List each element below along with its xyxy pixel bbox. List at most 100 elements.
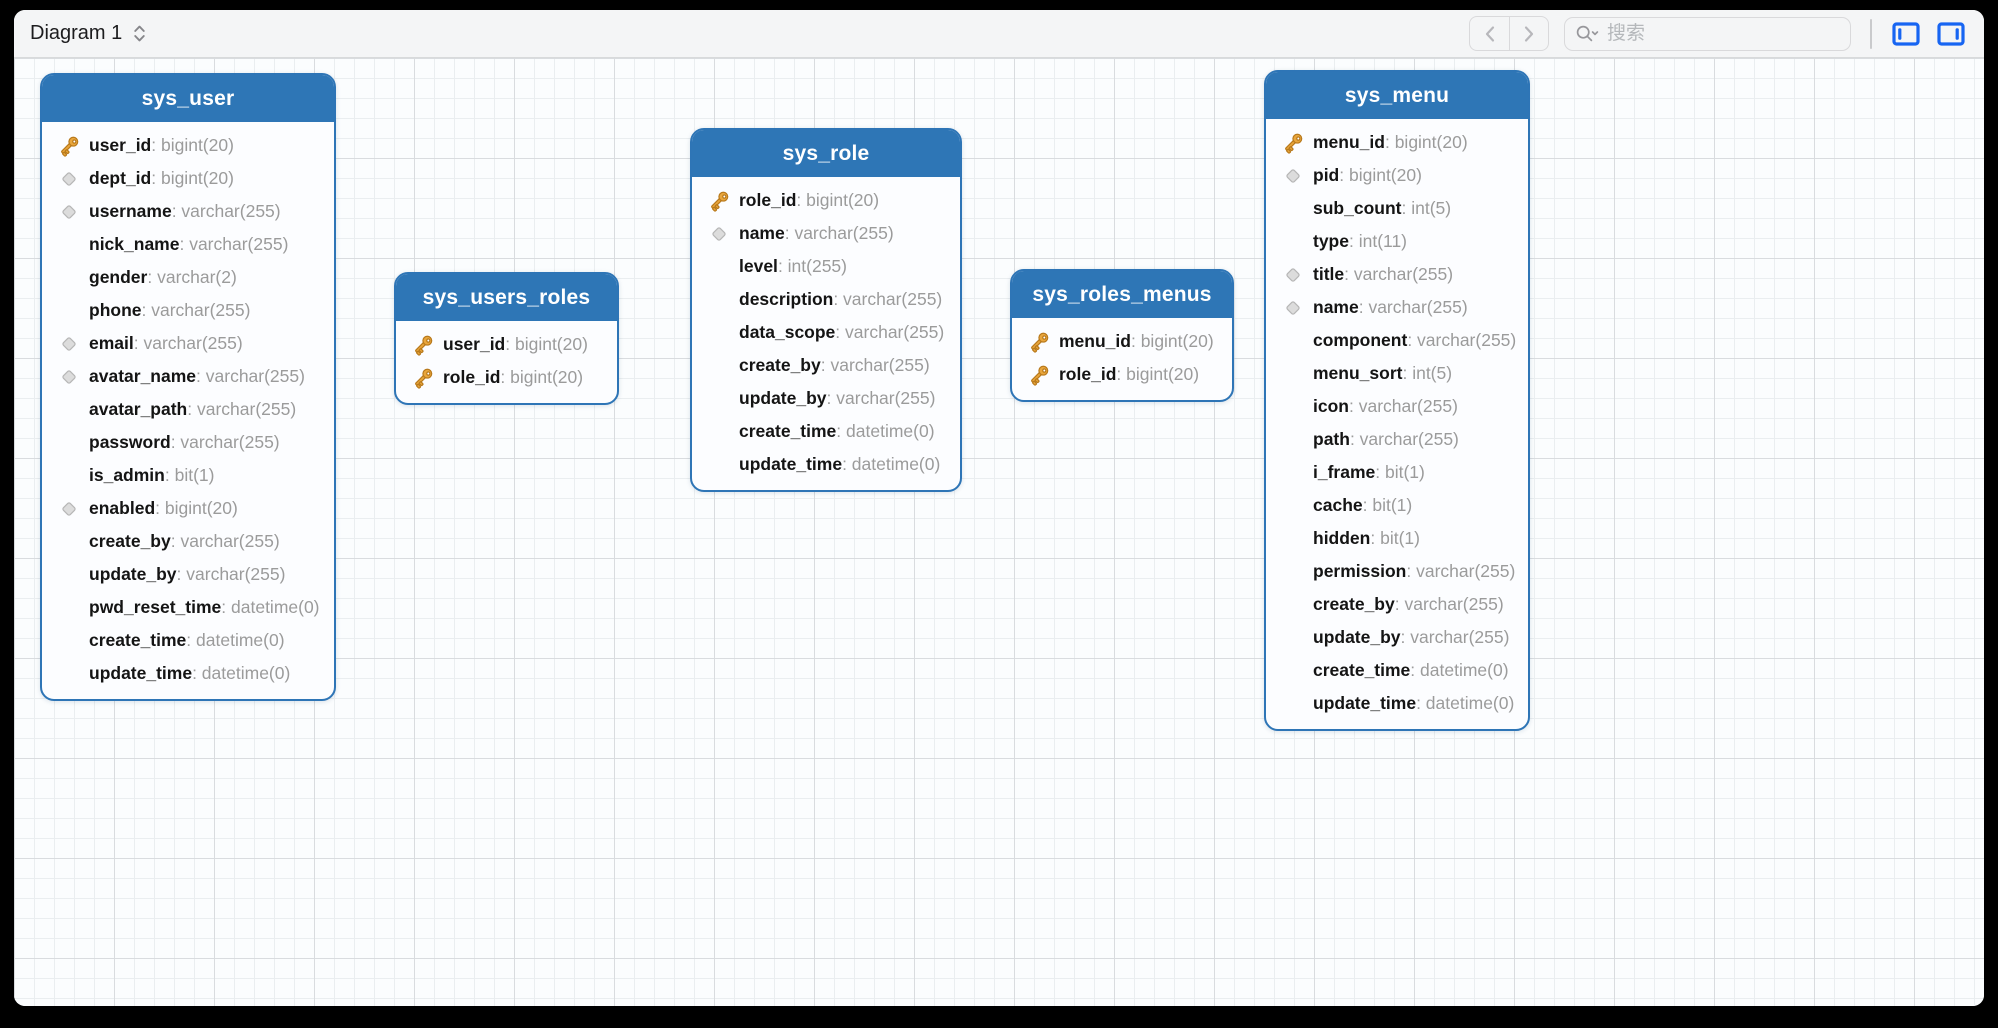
- field-row[interactable]: enabled: bigint(20): [42, 492, 334, 525]
- field-type: : datetime(0): [192, 663, 291, 683]
- entity-table[interactable]: sys_users_roles user_id: bigint(20)role_…: [394, 272, 619, 405]
- field-row[interactable]: component: varchar(255): [1266, 324, 1528, 357]
- field-row[interactable]: description: varchar(255): [692, 283, 960, 316]
- field-row[interactable]: create_by: varchar(255): [1266, 588, 1528, 621]
- field-row[interactable]: nick_name: varchar(255): [42, 228, 334, 261]
- field-row[interactable]: gender: varchar(2): [42, 261, 334, 294]
- field-row[interactable]: data_scope: varchar(255): [692, 316, 960, 349]
- field-type: : varchar(255): [820, 355, 930, 375]
- field-row[interactable]: menu_id: bigint(20): [1266, 126, 1528, 159]
- field-type: : varchar(255): [1394, 594, 1504, 614]
- toggle-right-sidebar-button[interactable]: [1936, 21, 1966, 47]
- field-name: update_time: [89, 663, 193, 683]
- field-row[interactable]: pid: bigint(20): [1266, 159, 1528, 192]
- entity-table[interactable]: sys_menu menu_id: bigint(20)pid: bigint(…: [1264, 70, 1530, 731]
- field-icon-spacer: [55, 299, 82, 323]
- entity-header[interactable]: sys_menu: [1266, 72, 1528, 119]
- back-button[interactable]: [1470, 17, 1509, 50]
- field-name: title: [1313, 264, 1345, 284]
- field-row[interactable]: avatar_path: varchar(255): [42, 393, 334, 426]
- field-row[interactable]: menu_id: bigint(20): [1012, 325, 1232, 358]
- field-name: menu_sort: [1313, 363, 1403, 383]
- field-row[interactable]: update_by: varchar(255): [1266, 621, 1528, 654]
- entity-header[interactable]: sys_role: [692, 130, 960, 177]
- field-row[interactable]: create_time: datetime(0): [42, 624, 334, 657]
- field-name: update_by: [89, 564, 177, 584]
- field-row[interactable]: cache: bit(1): [1266, 489, 1528, 522]
- field-row[interactable]: create_time: datetime(0): [1266, 654, 1528, 687]
- field-row[interactable]: create_by: varchar(255): [692, 349, 960, 382]
- field-row[interactable]: update_by: varchar(255): [42, 558, 334, 591]
- index-diamond-icon: [1279, 263, 1306, 287]
- field-icon-spacer: [1279, 659, 1306, 683]
- entity-header[interactable]: sys_users_roles: [396, 274, 617, 321]
- field-row[interactable]: create_time: datetime(0): [692, 415, 960, 448]
- field-row[interactable]: update_by: varchar(255): [692, 382, 960, 415]
- field-name: component: [1313, 330, 1408, 350]
- field-row[interactable]: user_id: bigint(20): [396, 328, 617, 361]
- field-row[interactable]: sub_count: int(5): [1266, 192, 1528, 225]
- field-name: nick_name: [89, 234, 180, 254]
- entity-header[interactable]: sys_roles_menus: [1012, 271, 1232, 318]
- entity-table[interactable]: sys_roles_menus menu_id: bigint(20)role_…: [1010, 269, 1234, 402]
- field-icon-spacer: [1279, 527, 1306, 551]
- field-row[interactable]: create_by: varchar(255): [42, 525, 334, 558]
- field-row[interactable]: password: varchar(255): [42, 426, 334, 459]
- field-icon-spacer: [1279, 197, 1306, 221]
- field-row[interactable]: i_frame: bit(1): [1266, 456, 1528, 489]
- field-row[interactable]: menu_sort: int(5): [1266, 357, 1528, 390]
- field-type: : int(11): [1348, 231, 1408, 251]
- field-row[interactable]: phone: varchar(255): [42, 294, 334, 327]
- field-row[interactable]: avatar_name: varchar(255): [42, 360, 334, 393]
- entity-title: sys_user: [141, 86, 235, 110]
- field-name: username: [89, 201, 172, 221]
- field-row[interactable]: hidden: bit(1): [1266, 522, 1528, 555]
- field-type: : bigint(20): [505, 334, 588, 354]
- field-type: : bit(1): [1362, 495, 1413, 515]
- field-row[interactable]: user_id: bigint(20): [42, 129, 334, 162]
- field-name: icon: [1313, 396, 1349, 416]
- field-name: type: [1313, 231, 1349, 251]
- field-name: data_scope: [739, 322, 836, 342]
- field-type: : varchar(255): [1344, 264, 1454, 284]
- field-row[interactable]: update_time: datetime(0): [1266, 687, 1528, 720]
- index-diamond-icon: [55, 365, 82, 389]
- entity-header[interactable]: sys_user: [42, 75, 334, 122]
- field-row[interactable]: pwd_reset_time: datetime(0): [42, 591, 334, 624]
- diagram-canvas[interactable]: sys_user user_id: bigint(20)dept_id: big…: [14, 58, 1984, 1006]
- field-row[interactable]: username: varchar(255): [42, 195, 334, 228]
- field-row[interactable]: dept_id: bigint(20): [42, 162, 334, 195]
- field-row[interactable]: title: varchar(255): [1266, 258, 1528, 291]
- entity-body: menu_id: bigint(20)role_id: bigint(20): [1012, 318, 1232, 400]
- field-row[interactable]: permission: varchar(255): [1266, 555, 1528, 588]
- field-name: create_by: [89, 531, 171, 551]
- forward-button[interactable]: [1509, 17, 1548, 50]
- field-row[interactable]: role_id: bigint(20): [1012, 358, 1232, 391]
- field-row[interactable]: name: varchar(255): [1266, 291, 1528, 324]
- field-row[interactable]: update_time: datetime(0): [42, 657, 334, 690]
- field-row[interactable]: role_id: bigint(20): [396, 361, 617, 394]
- field-row[interactable]: role_id: bigint(20): [692, 184, 960, 217]
- field-row[interactable]: icon: varchar(255): [1266, 390, 1528, 423]
- field-icon-spacer: [1279, 626, 1306, 650]
- field-row[interactable]: name: varchar(255): [692, 217, 960, 250]
- toggle-left-sidebar-button[interactable]: [1891, 21, 1921, 47]
- primary-key-icon: [705, 189, 732, 213]
- field-row[interactable]: is_admin: bit(1): [42, 459, 334, 492]
- field-name: is_admin: [89, 465, 165, 485]
- field-icon-spacer: [55, 233, 82, 257]
- field-row[interactable]: level: int(255): [692, 250, 960, 283]
- search-input[interactable]: [1607, 22, 1840, 45]
- field-row[interactable]: type: int(11): [1266, 225, 1528, 258]
- field-name: update_by: [1313, 627, 1401, 647]
- field-type: : varchar(255): [1349, 429, 1459, 449]
- field-type: : bigint(20): [155, 498, 238, 518]
- field-row[interactable]: path: varchar(255): [1266, 423, 1528, 456]
- field-row[interactable]: email: varchar(255): [42, 327, 334, 360]
- search-box[interactable]: [1564, 16, 1851, 51]
- entity-table[interactable]: sys_role role_id: bigint(20)name: varcha…: [690, 128, 962, 492]
- field-type: : varchar(255): [196, 366, 305, 386]
- entity-table[interactable]: sys_user user_id: bigint(20)dept_id: big…: [40, 73, 336, 701]
- field-row[interactable]: update_time: datetime(0): [692, 448, 960, 481]
- diagram-selector[interactable]: Diagram 1: [30, 22, 146, 45]
